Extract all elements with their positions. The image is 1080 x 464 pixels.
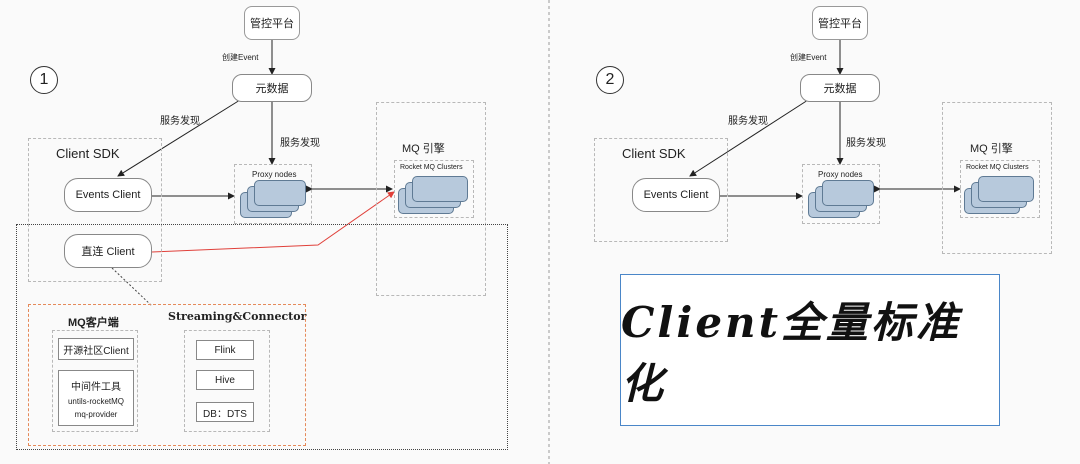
mq-engine-group xyxy=(376,102,486,296)
service-discovery-label-right-1: 服务发现 xyxy=(728,116,768,127)
mq-engine-title-right: MQ 引擎 xyxy=(970,143,1013,155)
client-sdk-group-right xyxy=(594,138,728,242)
console-node: 管控平台 xyxy=(244,6,300,40)
rocket-cluster-right-1 xyxy=(978,176,1034,202)
proxy-nodes-label-right: Proxy nodes xyxy=(818,170,863,179)
direct-client-node: 直连 Client xyxy=(64,234,152,268)
client-sdk-title-right: Client SDK xyxy=(622,146,686,161)
proxy-nodes-group xyxy=(234,164,312,224)
mq-client-group xyxy=(52,330,138,432)
metadata-node: 元数据 xyxy=(232,74,312,102)
client-sdk-title: Client SDK xyxy=(56,146,120,161)
db-dts-node: DB：DTS xyxy=(196,402,254,422)
rocket-cluster-stack xyxy=(398,176,468,216)
rocket-clusters-label: Rocket MQ Clusters xyxy=(400,164,463,171)
step-number-1: 1 xyxy=(30,66,58,94)
rocket-clusters-label-right: Rocket MQ Clusters xyxy=(966,164,1029,171)
legacy-clients-region xyxy=(16,224,508,450)
mq-provider-label: mq-provider xyxy=(74,409,118,419)
rocket-cluster-1 xyxy=(412,176,468,202)
mq-client-label: MQ客户端 xyxy=(68,317,119,329)
oss-client-node: 开源社区Client xyxy=(58,338,134,360)
hive-node: Hive xyxy=(196,370,254,390)
legacy-clients-inner xyxy=(28,304,306,446)
service-discovery-label-1: 服务发现 xyxy=(160,116,200,127)
events-client-node: Events Client xyxy=(64,178,152,212)
events-client-node-right: Events Client xyxy=(632,178,720,212)
service-discovery-label-2: 服务发现 xyxy=(280,138,320,149)
rocket-cluster-stack-right xyxy=(964,176,1034,216)
streaming-group xyxy=(184,330,270,432)
rocket-clusters-group-right xyxy=(960,160,1040,218)
create-event-label: 创建Event xyxy=(222,53,259,62)
metadata-node-right: 元数据 xyxy=(800,74,880,102)
proxy-nodes-group-right xyxy=(802,164,880,224)
proxy-node-right-1 xyxy=(822,180,874,206)
headline-panel: Client全量标准化 xyxy=(620,274,1000,426)
proxy-node-stack xyxy=(240,180,310,220)
middleware-tools-node: 中间件工具 untils-rocketMQ mq-provider xyxy=(58,370,134,426)
mq-engine-title: MQ 引擎 xyxy=(402,143,445,155)
client-sdk-group xyxy=(28,138,162,282)
untils-rocketmq-label: untils-rocketMQ xyxy=(67,396,124,406)
mq-engine-group-right xyxy=(942,102,1052,254)
streaming-connector-label: Streaming&Connector xyxy=(168,310,307,323)
flink-node: Flink xyxy=(196,340,254,360)
service-discovery-label-right-2: 服务发现 xyxy=(846,138,886,149)
proxy-nodes-label: Proxy nodes xyxy=(252,170,297,179)
proxy-node-1 xyxy=(254,180,306,206)
create-event-label-right: 创建Event xyxy=(790,53,827,62)
rocket-clusters-group xyxy=(394,160,474,218)
console-node-right: 管控平台 xyxy=(812,6,868,40)
middleware-tools-title: 中间件工具 xyxy=(71,381,121,393)
headline-text: Client全量标准化 xyxy=(621,298,961,408)
proxy-node-stack-right xyxy=(808,180,878,220)
step-number-2: 2 xyxy=(596,66,624,94)
